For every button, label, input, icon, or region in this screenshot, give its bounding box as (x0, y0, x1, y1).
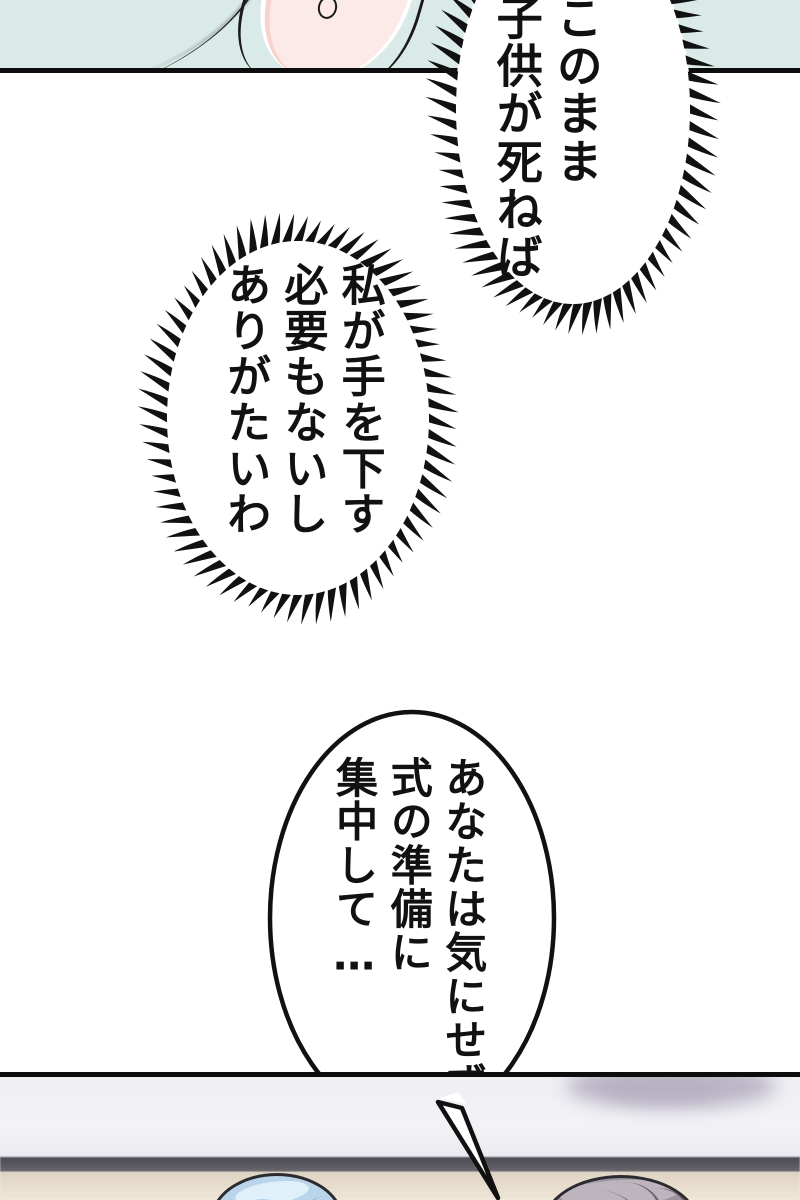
bubble-1-shape (425, 0, 721, 336)
wall-rail (0, 1157, 800, 1172)
wall-blur-shadow-2 (600, 1079, 720, 1101)
bottom-panel-border (0, 1072, 800, 1077)
speech-bubble-2 (128, 198, 468, 638)
top-panel-border (0, 68, 800, 73)
bottom-panel (0, 1077, 800, 1200)
blue-hair-strand (299, 1196, 341, 1200)
bubble-2-shape (137, 212, 459, 625)
blue-hair-highlight-1 (233, 1176, 311, 1200)
bubble-1-text: このまま 子供が死ねば (489, 0, 604, 282)
speech-bubble-1 (418, 0, 728, 344)
bubble-2-text: 私が手を下す 必要もないし ありがたいわ (219, 262, 385, 537)
bubble-3-text: あなたは気にせず 式の準備に 集中して… (329, 756, 488, 1106)
